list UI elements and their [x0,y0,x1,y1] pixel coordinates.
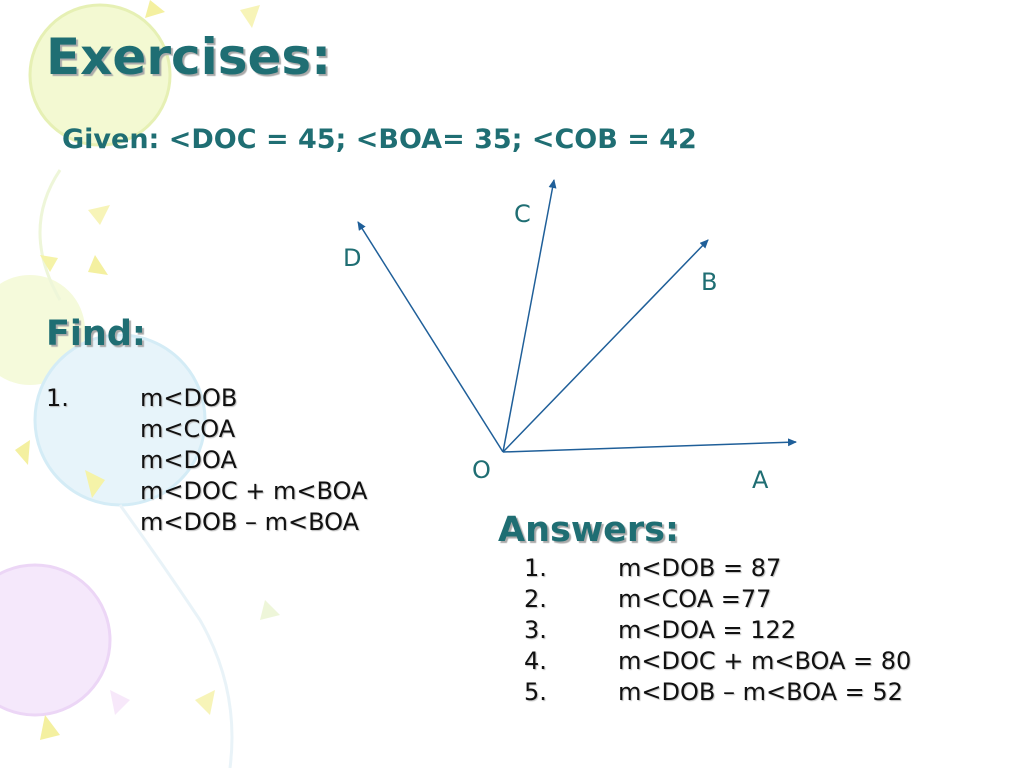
confetti [260,600,280,620]
answer-text: m<COA =77 [618,585,772,613]
find-item: m<DOA [140,446,237,474]
answer-number: 5. [524,678,547,706]
confetti [40,715,60,740]
confetti [145,0,165,18]
find-item: m<COA [140,415,236,443]
label-d: D [343,244,362,272]
answer-text: m<DOA = 122 [618,616,797,644]
find-item: m<DOB – m<BOA [140,508,359,536]
answer-number: 1. [524,554,547,582]
given-statement: Given: <DOC = 45; <BOA= 35; <COB = 42 [62,124,697,155]
confetti [85,470,105,498]
ray-oc [502,179,557,453]
label-c: C [514,200,531,228]
balloon-string [118,504,234,768]
find-item: m<DOC + m<BOA [140,477,368,505]
find-heading: Find: [46,314,146,354]
label-a: A [752,466,769,494]
find-item: m<DOB [140,384,238,412]
slide-title: Exercises: [46,28,332,86]
ray-od [357,221,504,453]
find-number: 1. [46,384,69,412]
ray-ob [502,239,709,453]
balloon-purple [0,563,112,717]
confetti [15,440,30,465]
balloon-string-2 [38,169,62,301]
confetti [40,255,58,272]
confetti [110,690,130,715]
answers-heading: Answers: [498,510,679,550]
answer-number: 3. [524,616,547,644]
confetti [88,255,108,275]
answer-text: m<DOB = 87 [618,554,782,582]
balloon-yellow [28,3,172,147]
answer-text: m<DOB – m<BOA = 52 [618,678,903,706]
ray-oa [502,438,797,453]
answer-text: m<DOC + m<BOA = 80 [618,647,912,675]
answer-number: 4. [524,647,547,675]
confetti [195,690,215,715]
answer-number: 2. [524,585,547,613]
confetti [240,5,260,28]
confetti [88,205,110,225]
label-o: O [472,456,491,484]
label-b: B [701,268,718,296]
